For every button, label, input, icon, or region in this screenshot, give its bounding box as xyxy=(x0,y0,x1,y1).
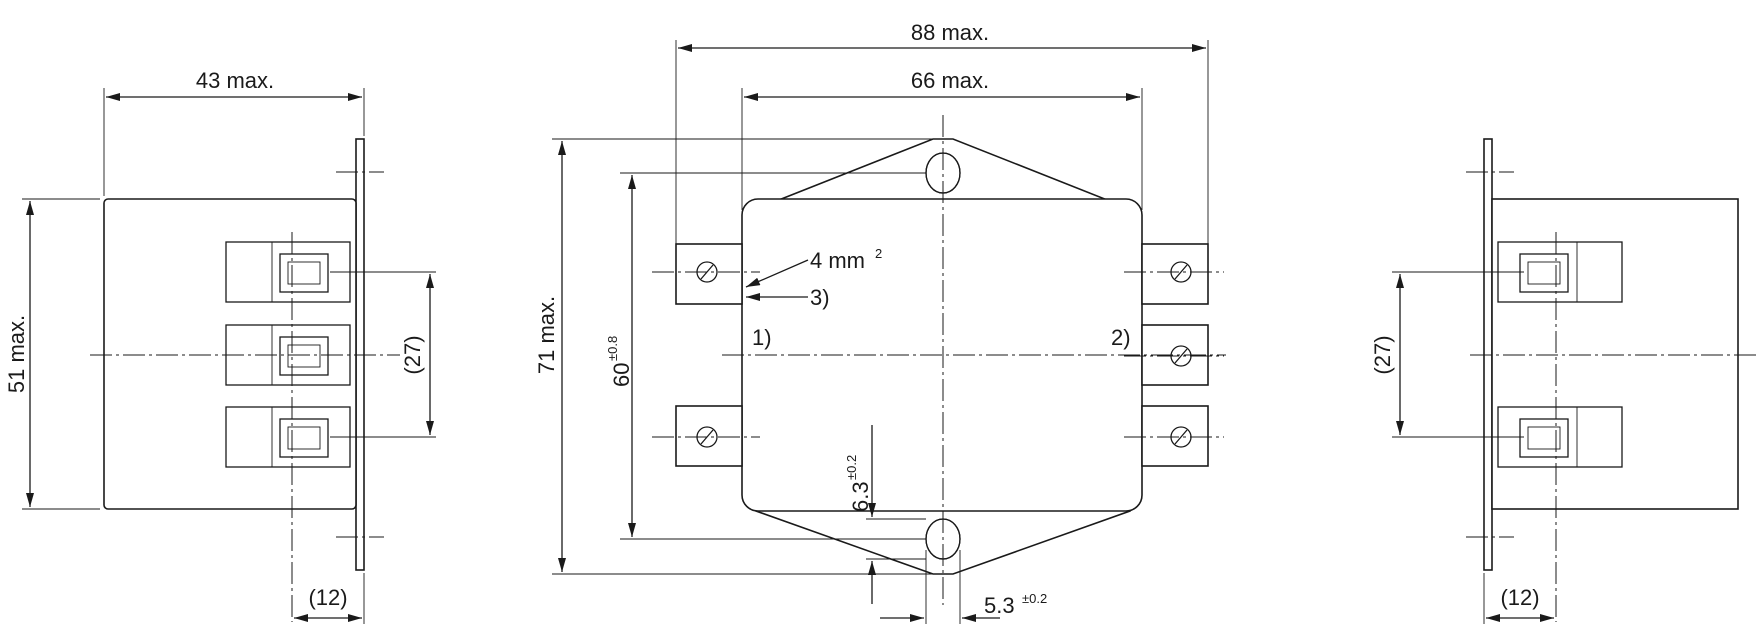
dim-label-12-right: (12) xyxy=(1500,585,1539,610)
terminal-tab-left-top xyxy=(675,243,743,305)
left-side-view: 43 max. 51 max. (27) (12) xyxy=(4,68,436,624)
dim-label-5-3: 5.3 xyxy=(984,593,1015,618)
note-2-label: 2) xyxy=(1111,325,1131,350)
terminal-tab-left-bottom xyxy=(675,405,743,467)
front-view: 88 max. 66 max. 71 max. 60 ±0.8 6.3 ±0.2 xyxy=(534,20,1226,624)
dim-tol-60: ±0.8 xyxy=(605,336,620,361)
right-side-view: (27) (12) xyxy=(1370,138,1758,624)
housing-side-right xyxy=(1491,198,1739,510)
dim-label-12-left: (12) xyxy=(308,585,347,610)
dim-label-6-3-group: 6.3 ±0.2 xyxy=(844,455,873,512)
leader-wire-size xyxy=(745,259,809,288)
wire-size-label: 4 mm xyxy=(810,248,865,273)
dim-label-60-group: 60 ±0.8 xyxy=(605,336,634,387)
dim-tol-6-3: ±0.2 xyxy=(844,455,859,480)
dim-label-27-right: (27) xyxy=(1370,335,1395,374)
housing-side xyxy=(103,198,357,510)
dim-label-71: 71 max. xyxy=(534,296,559,374)
note-3-label: 3) xyxy=(810,285,830,310)
dim-label-6-3: 6.3 xyxy=(848,481,873,512)
note-1-label: 1) xyxy=(752,325,772,350)
dim-label-66: 66 max. xyxy=(911,68,989,93)
dim-label-43: 43 max. xyxy=(196,68,274,93)
dim-label-51: 51 max. xyxy=(4,315,29,393)
dim-label-27-left: (27) xyxy=(400,335,425,374)
dim-label-60: 60 xyxy=(609,363,634,387)
terminal-tab-right-top xyxy=(1141,243,1209,305)
dim-tol-5-3: ±0.2 xyxy=(1022,591,1047,606)
dim-label-88: 88 max. xyxy=(911,20,989,45)
wire-size-superscript: 2 xyxy=(875,246,882,261)
terminal-tab-right-bottom xyxy=(1141,405,1209,467)
